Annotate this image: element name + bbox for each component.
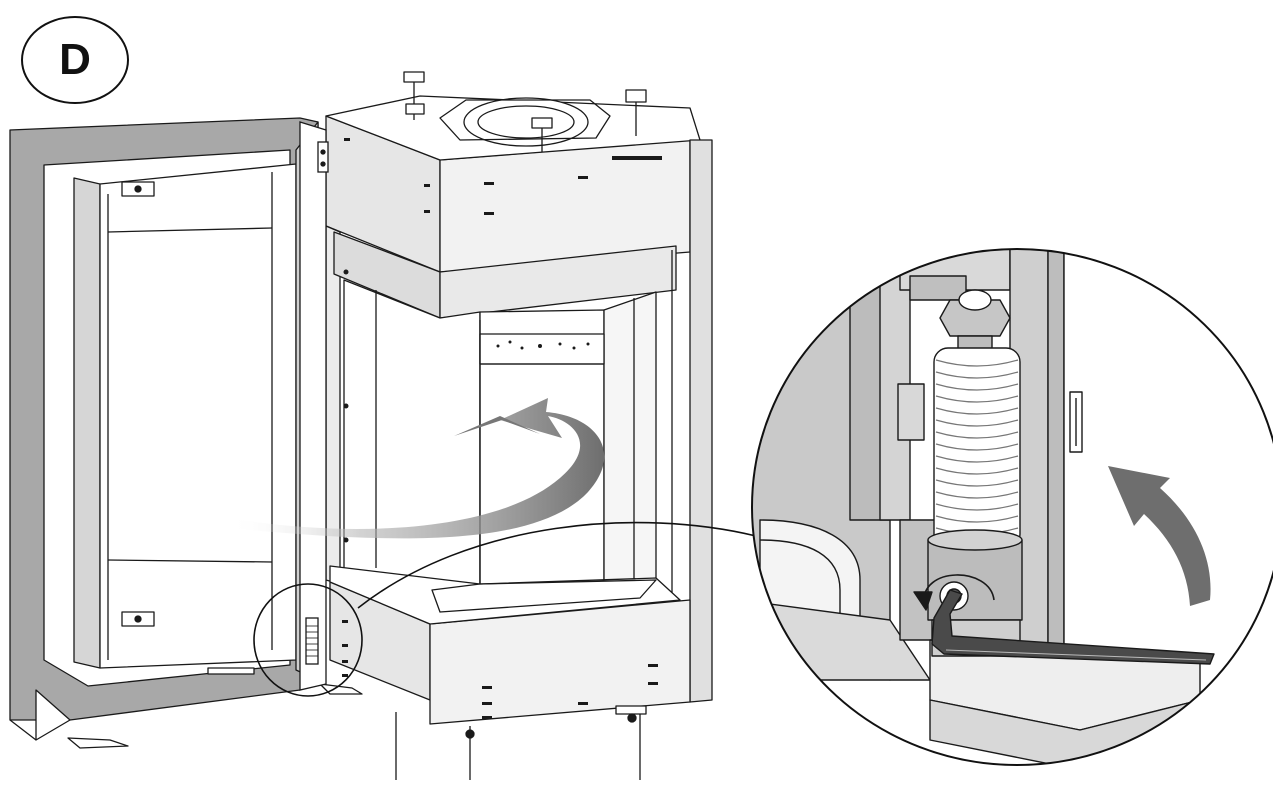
- detail-callout: [253, 521, 757, 697]
- fireplace-body: [319, 71, 713, 780]
- step-badge: D: [21, 16, 129, 104]
- open-door: [9, 117, 319, 749]
- hinge-detail-zoom: [751, 248, 1273, 766]
- door-hinge-strip: [299, 121, 329, 691]
- allen-key-icon: [931, 589, 1215, 665]
- door-swing-arrow-icon: [228, 398, 605, 539]
- swing-direction-arrow-icon: [1108, 466, 1211, 606]
- step-letter: D: [59, 35, 91, 84]
